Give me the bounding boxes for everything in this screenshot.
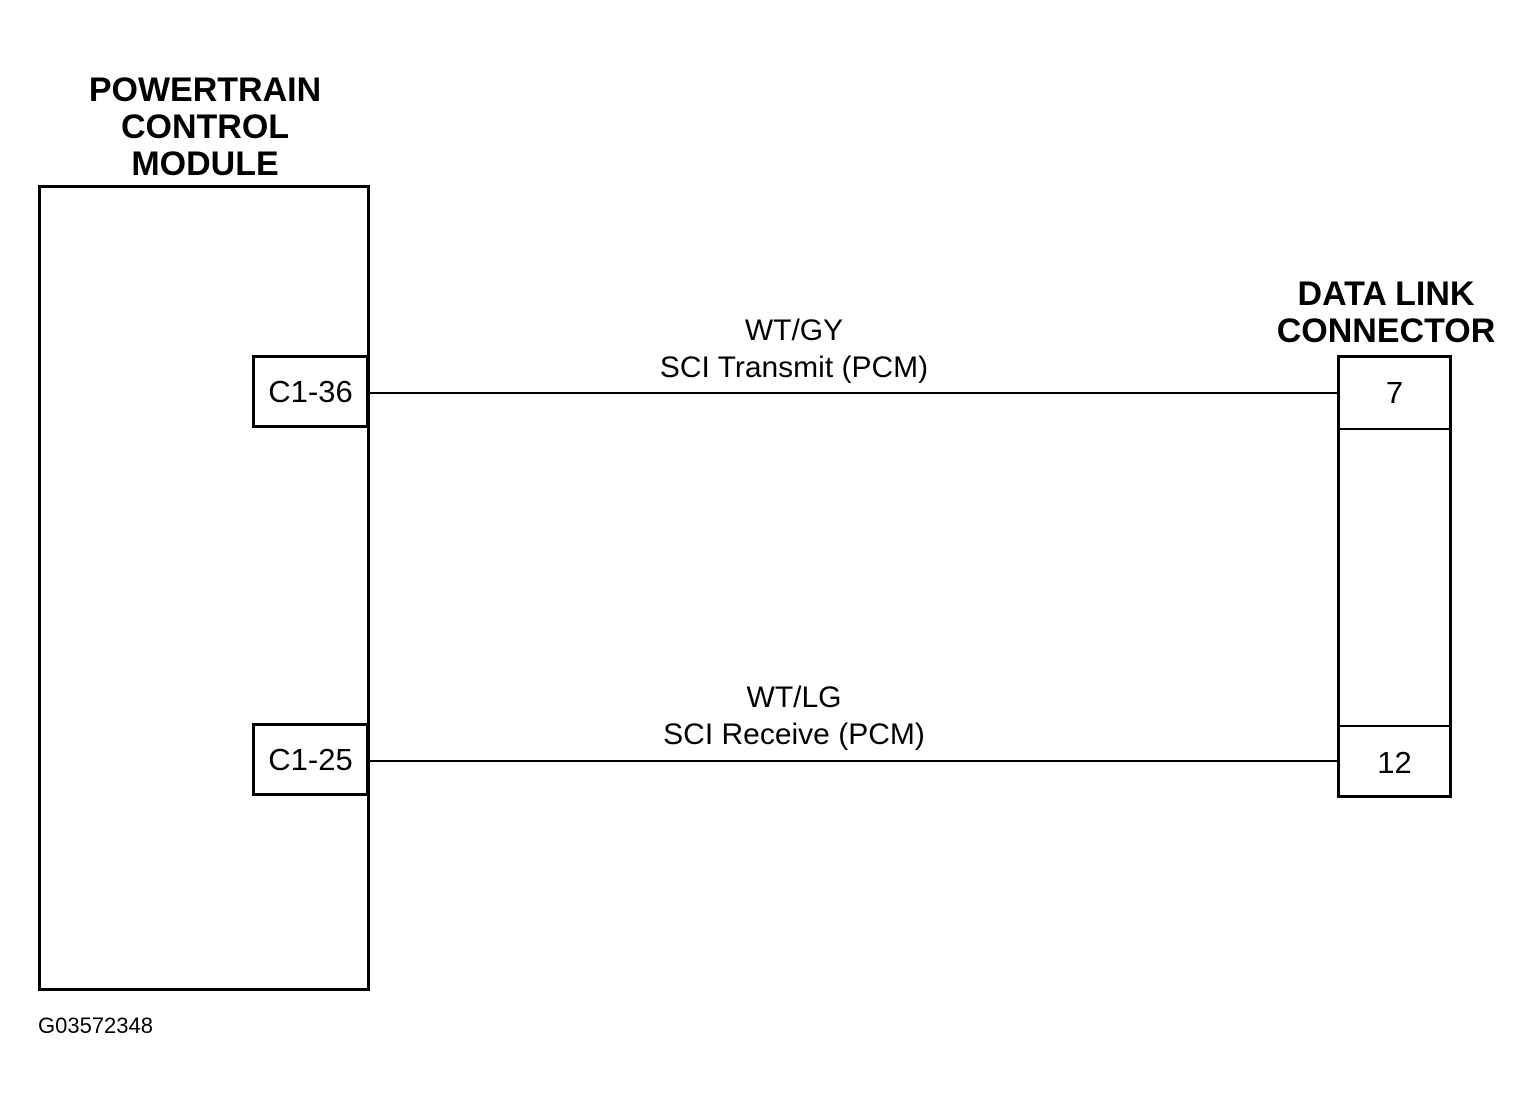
dlc-title-line-1: DATA LINK [1297,275,1475,313]
dlc-connector-box: 7 12 [1337,355,1452,798]
pcm-module-box [38,185,370,991]
wire-sci-receive [369,760,1339,762]
wire-sci-transmit-description: SCI Transmit (PCM) [659,351,929,384]
wire-sci-receive-description: SCI Receive (PCM) [663,718,925,751]
figure-id: G03572348 [38,1013,153,1038]
dlc-divider-bottom [1340,725,1449,727]
pcm-title-line-1: POWERTRAIN [88,71,322,109]
pcm-pin-c1-36-label: C1-36 [268,373,353,409]
dlc-pin-7-label: 7 [1385,375,1404,410]
pcm-pin-c1-25: C1-25 [252,723,369,796]
pcm-title-line-3: MODULE [131,145,279,183]
wire-sci-receive-color: WT/LG [746,681,842,714]
wire-sci-receive-label: WT/LG SCI Receive (PCM) [594,679,994,753]
pcm-pin-c1-25-label: C1-25 [268,741,353,777]
wire-sci-transmit-label: WT/GY SCI Transmit (PCM) [594,312,994,386]
pcm-pin-c1-36: C1-36 [252,355,369,428]
pcm-title-line-2: CONTROL [120,108,290,146]
dlc-divider-top [1340,428,1449,430]
wire-sci-transmit-color: WT/GY [744,314,844,347]
wire-sci-transmit [369,392,1339,394]
pcm-title: POWERTRAIN CONTROL MODULE [60,72,350,183]
dlc-title: DATA LINK CONNECTOR [1260,276,1512,350]
dlc-title-line-2: CONNECTOR [1276,312,1496,350]
dlc-pin-12-label: 12 [1377,745,1412,780]
